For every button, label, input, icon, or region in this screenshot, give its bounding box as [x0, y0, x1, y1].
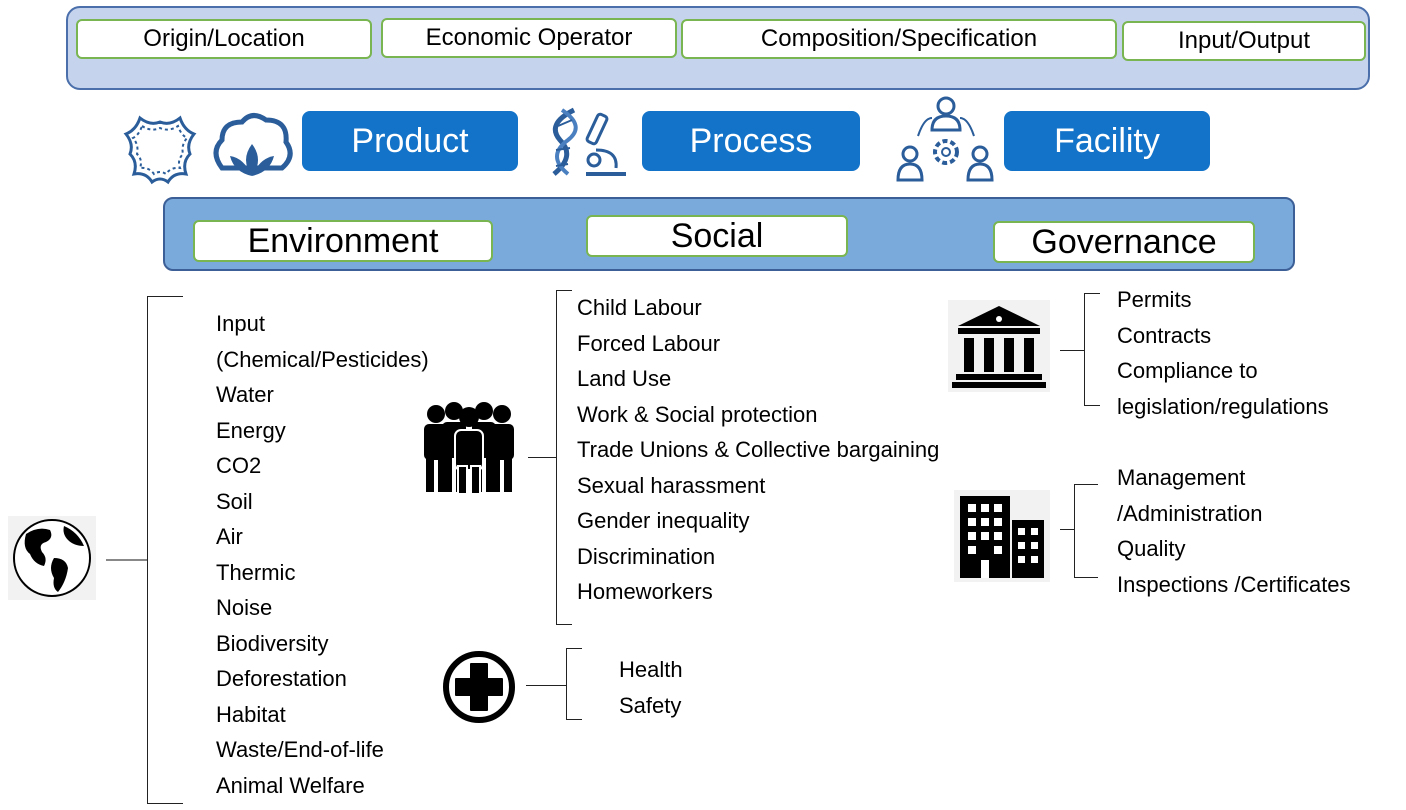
health-bracket	[566, 648, 567, 720]
list-item: Noise	[216, 595, 273, 620]
social-bracket	[556, 290, 557, 625]
list-item: Discrimination	[577, 543, 716, 569]
legal-bracket-bottom	[1084, 405, 1100, 406]
list-item: Thermic	[216, 559, 296, 585]
people-gear-icon	[896, 96, 994, 182]
list-item: Forced Labour	[577, 330, 721, 356]
org-bracket-top	[1074, 484, 1098, 485]
list-item: Inspections /Certificates	[1117, 571, 1351, 597]
health-bracket-bottom	[566, 719, 582, 720]
leather-icon	[123, 115, 197, 185]
governance-org-list: Management /Administration Quality Inspe…	[1117, 460, 1351, 602]
org-bracket	[1074, 484, 1075, 578]
health-bracket-top	[566, 648, 582, 649]
process-pill: Process	[642, 111, 860, 171]
health-connector-line	[526, 685, 566, 686]
environment-bracket-top	[147, 296, 183, 297]
list-item: Habitat	[216, 701, 286, 727]
globe-icon	[8, 516, 96, 600]
list-item: Animal Welfare	[216, 772, 365, 798]
list-item: Land Use	[577, 366, 672, 391]
social-connector-line	[528, 457, 556, 458]
list-item: Water	[216, 382, 274, 407]
social-list: Child Labour Forced Labour Land Use Work…	[577, 290, 939, 610]
list-item: Soil	[216, 488, 253, 514]
list-item: /Administration	[1117, 500, 1263, 526]
tag-governance: Governance	[993, 221, 1255, 263]
tag-input-output: Input/Output	[1122, 21, 1366, 61]
courthouse-icon	[948, 300, 1050, 392]
environment-bracket	[147, 296, 148, 804]
list-item: Energy	[216, 417, 286, 443]
list-item: Sexual harassment	[577, 472, 766, 498]
list-item: Health	[619, 657, 683, 682]
org-bracket-bottom	[1074, 577, 1098, 578]
legal-connector-line	[1060, 350, 1084, 351]
list-item: Biodiversity	[216, 630, 329, 656]
legal-bracket-top	[1084, 293, 1100, 294]
environment-bracket-bottom	[147, 803, 183, 804]
environment-list: Input (Chemical/Pesticides) Water Energy…	[216, 306, 429, 803]
list-item: Waste/End-of-life	[216, 737, 384, 762]
social-bracket-top	[556, 290, 572, 291]
list-item: legislation/regulations	[1117, 393, 1329, 419]
health-cross-icon	[443, 651, 515, 723]
office-building-icon	[954, 490, 1050, 582]
tag-economic-operator: Economic Operator	[381, 18, 677, 58]
list-item: Trade Unions & Collective bargaining	[577, 437, 940, 462]
tag-composition-specification: Composition/Specification	[681, 19, 1117, 59]
social-bracket-bottom	[556, 624, 572, 625]
health-list: Health Safety	[619, 652, 683, 723]
list-item: CO2	[216, 453, 262, 478]
list-item: (Chemical/Pesticides)	[216, 346, 429, 372]
list-item: Contracts	[1117, 322, 1212, 348]
tag-origin-location: Origin/Location	[76, 19, 372, 59]
list-item: Work & Social protection	[577, 401, 818, 427]
facility-pill: Facility	[1004, 111, 1210, 171]
list-item: Permits	[1117, 287, 1192, 312]
legal-bracket	[1084, 293, 1085, 406]
globe-connector-line	[106, 559, 148, 561]
tag-environment: Environment	[193, 220, 493, 262]
tag-social: Social	[586, 215, 848, 257]
product-pill: Product	[302, 111, 518, 171]
list-item: Quality	[1117, 536, 1186, 561]
list-item: Compliance to	[1117, 358, 1258, 383]
dna-microscope-icon	[552, 107, 626, 176]
list-item: Deforestation	[216, 666, 347, 691]
list-item: Input	[216, 311, 265, 336]
list-item: Homeworkers	[577, 579, 713, 604]
people-group-icon	[424, 402, 514, 495]
cotton-icon	[213, 113, 293, 176]
org-connector-line	[1060, 529, 1074, 530]
list-item: Gender inequality	[577, 508, 750, 533]
list-item: Management	[1117, 465, 1246, 490]
list-item: Safety	[619, 692, 682, 718]
governance-legal-list: Permits Contracts Compliance to legislat…	[1117, 282, 1329, 424]
list-item: Child Labour	[577, 295, 702, 320]
list-item: Air	[216, 524, 243, 549]
